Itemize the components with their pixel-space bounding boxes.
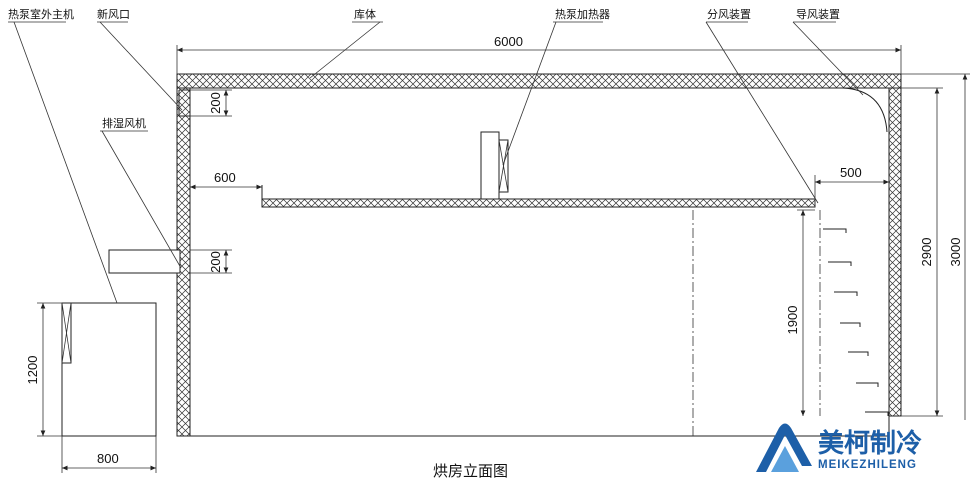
logo-chinese-name: 美柯制冷 (818, 428, 922, 459)
exhaust-fan (108, 249, 181, 274)
fresh-air-inlet (178, 89, 190, 117)
insulated-walls (176, 73, 902, 437)
dimension-lines (37, 45, 970, 473)
label-air-guide: 导风装置 (796, 8, 840, 21)
label-heat-pump-heater: 热泵加热器 (555, 8, 610, 21)
dim-inlet-height: 200 (208, 92, 223, 114)
heat-pump-heater (480, 131, 509, 200)
logo-mark-icon (756, 423, 812, 472)
dim-overall-length: 6000 (494, 34, 523, 49)
label-exhaust-fan: 排湿风机 (102, 116, 146, 130)
label-outdoor-unit: 热泵室外主机 (8, 7, 74, 21)
label-fresh-air-inlet: 新风口 (97, 7, 130, 21)
dim-unit-width: 800 (97, 451, 119, 466)
dim-splitter-width: 500 (840, 165, 862, 180)
dim-exhaust-height: 200 (208, 251, 223, 273)
label-cabinet: 库体 (354, 7, 376, 21)
drawing-title: 烘房立面图 (433, 462, 508, 480)
dim-inner-height: 2900 (919, 238, 934, 267)
label-air-splitter: 分风装置 (707, 8, 751, 21)
dim-outer-height: 3000 (948, 238, 963, 267)
air-splitter-louvres (819, 210, 889, 416)
brand-logo: 美柯制冷 MEIKEZHILENG (756, 423, 922, 472)
logo-english-name: MEIKEZHILENG (818, 459, 917, 471)
dim-splitter-height: 1900 (785, 306, 800, 335)
leader-lines (8, 21, 864, 304)
dim-unit-height: 1200 (25, 356, 40, 385)
air-guide (842, 87, 888, 133)
dim-shelf-offset: 600 (214, 170, 236, 185)
outdoor-unit (61, 302, 157, 437)
